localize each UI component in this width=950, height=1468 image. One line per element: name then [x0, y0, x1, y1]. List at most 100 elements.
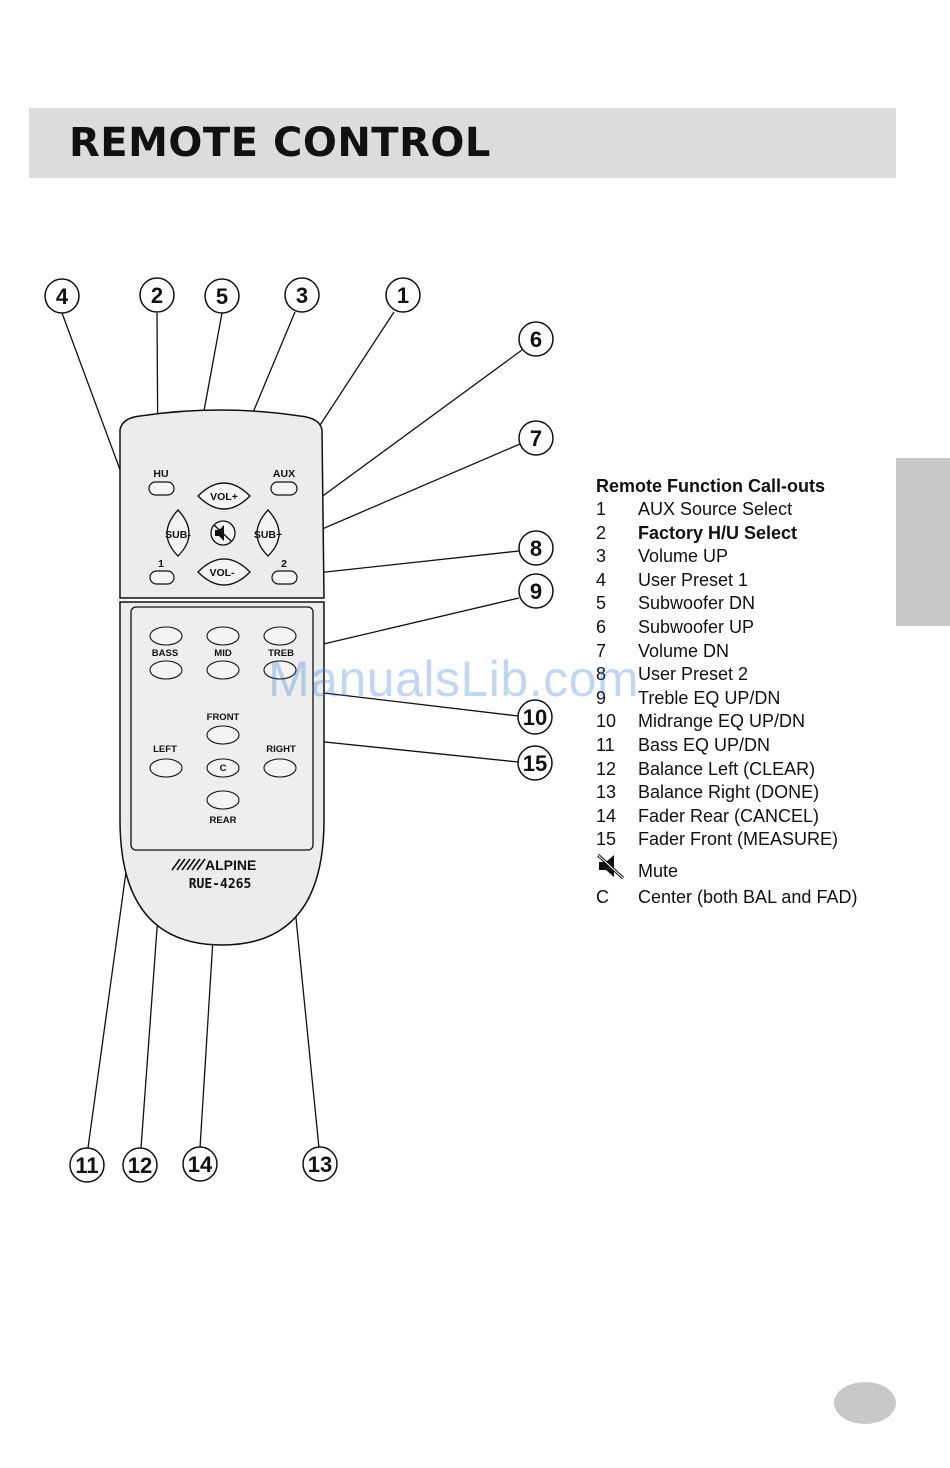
model-text: RUE-4265	[189, 877, 252, 892]
treb-up-button[interactable]	[263, 626, 297, 646]
legend-num: 5	[596, 593, 607, 614]
center-button[interactable]	[206, 758, 240, 778]
mid-up-button[interactable]	[206, 626, 240, 646]
legend-item: 2 Factory H/U Select	[596, 522, 916, 546]
callout-7: 7	[518, 420, 554, 456]
legend-text: Subwoofer UP	[638, 616, 755, 637]
rear-label: REAR	[210, 815, 237, 826]
svg-text:14: 14	[188, 1152, 213, 1177]
svg-text:7: 7	[530, 426, 542, 451]
right-button[interactable]	[263, 758, 297, 778]
legend-num: 14	[596, 805, 617, 826]
legend-text: Fader Rear (CANCEL)	[638, 805, 820, 826]
callout-12: 12	[122, 1147, 158, 1183]
side-tab	[896, 458, 950, 626]
legend-item: 12 Balance Left (CLEAR)	[596, 758, 916, 782]
legend-item: 9 Treble EQ UP/DN	[596, 687, 916, 711]
legend-num: 4	[596, 569, 607, 590]
vol-up-label: VOL+	[210, 491, 238, 503]
watermark: ManualsLib.com	[268, 651, 640, 707]
preset2-button[interactable]	[271, 570, 298, 585]
svg-text:4: 4	[56, 284, 69, 309]
svg-text:11: 11	[75, 1153, 98, 1178]
legend-num: 10	[596, 711, 617, 732]
legend-text: Mute	[638, 860, 679, 881]
legend-num: 12	[596, 758, 617, 779]
left-button[interactable]	[149, 758, 183, 778]
legend-item: 14 Fader Rear (CANCEL)	[596, 805, 916, 829]
legend-text: Subwoofer DN	[638, 593, 756, 614]
callout-10: 10	[517, 699, 553, 735]
legend-num: C	[596, 886, 609, 907]
legend-text: AUX Source Select	[638, 499, 793, 519]
sub-up-button[interactable]	[256, 509, 280, 557]
treb-down-button[interactable]	[263, 660, 297, 680]
callout-11: 11	[69, 1147, 105, 1183]
svg-text:15: 15	[523, 751, 547, 776]
preset1-label: 1	[158, 558, 164, 570]
callout-14: 14	[182, 1146, 218, 1182]
front-button[interactable]	[206, 725, 240, 745]
callout-2: 2	[139, 277, 175, 313]
callout-legend: Remote Function Call-outs 1 AUX Source Se…	[596, 474, 916, 910]
sub-down-label: SUB-	[165, 529, 191, 541]
brand-text: ALPINE	[205, 857, 256, 873]
sub-down-button[interactable]	[166, 509, 190, 557]
treb-label: TREB	[268, 648, 294, 659]
legend-num: 8	[596, 664, 607, 685]
legend-title: Remote Function Call-outs	[596, 476, 825, 496]
hu-label: HU	[153, 468, 168, 480]
center-label: C	[220, 763, 227, 774]
rear-button[interactable]	[206, 790, 240, 810]
legend-num: 3	[596, 546, 607, 567]
legend-text: Factory H/U Select	[638, 522, 798, 543]
vol-down-button[interactable]	[197, 558, 251, 586]
page-number-oval	[834, 1382, 896, 1424]
svg-text:8: 8	[530, 536, 542, 561]
legend-item: 3 Volume UP	[596, 545, 916, 569]
svg-text:3: 3	[296, 283, 308, 308]
callout-13: 13	[302, 1146, 338, 1182]
legend-text: User Preset 1	[638, 569, 749, 590]
hu-button[interactable]	[148, 481, 175, 496]
legend-item: 6 Subwoofer UP	[596, 616, 916, 640]
mid-down-button[interactable]	[206, 660, 240, 680]
leader-line-8	[297, 550, 520, 576]
svg-text:10: 10	[523, 705, 547, 730]
legend-text: Balance Left (CLEAR)	[638, 758, 816, 779]
legend-num: 2	[596, 522, 607, 543]
bass-down-button[interactable]	[149, 660, 183, 680]
bass-label: BASS	[152, 648, 178, 659]
callout-6: 6	[518, 321, 554, 357]
aux-button[interactable]	[270, 481, 298, 496]
callout-15: 15	[517, 745, 553, 781]
right-label: RIGHT	[266, 744, 296, 755]
mid-label: MID	[214, 648, 232, 659]
bass-up-button[interactable]	[149, 626, 183, 646]
legend-num: 9	[596, 687, 607, 708]
legend-item-mute: Mute	[596, 852, 916, 886]
callout-1: 1	[385, 277, 421, 313]
legend-item-center: C Center (both BAL and FAD)	[596, 886, 916, 910]
preset1-button[interactable]	[149, 570, 175, 585]
left-label: LEFT	[153, 744, 177, 755]
legend-num: 6	[596, 616, 607, 637]
legend-item: 5 Subwoofer DN	[596, 592, 916, 616]
legend-num: 15	[596, 829, 617, 850]
legend-text: Center (both BAL and FAD)	[638, 886, 858, 907]
legend-item: 4 User Preset 1	[596, 569, 916, 593]
alpine-logo: ALPINE	[171, 857, 256, 873]
front-label: FRONT	[207, 712, 240, 723]
legend-text: Treble EQ UP/DN	[638, 687, 781, 708]
legend-num: 1	[596, 499, 607, 519]
legend-text: Volume UP	[638, 546, 729, 567]
legend-text: Bass EQ UP/DN	[638, 734, 771, 755]
leader-line-9	[297, 597, 520, 651]
vol-down-label: VOL-	[209, 567, 235, 579]
vol-up-button[interactable]	[197, 482, 251, 510]
